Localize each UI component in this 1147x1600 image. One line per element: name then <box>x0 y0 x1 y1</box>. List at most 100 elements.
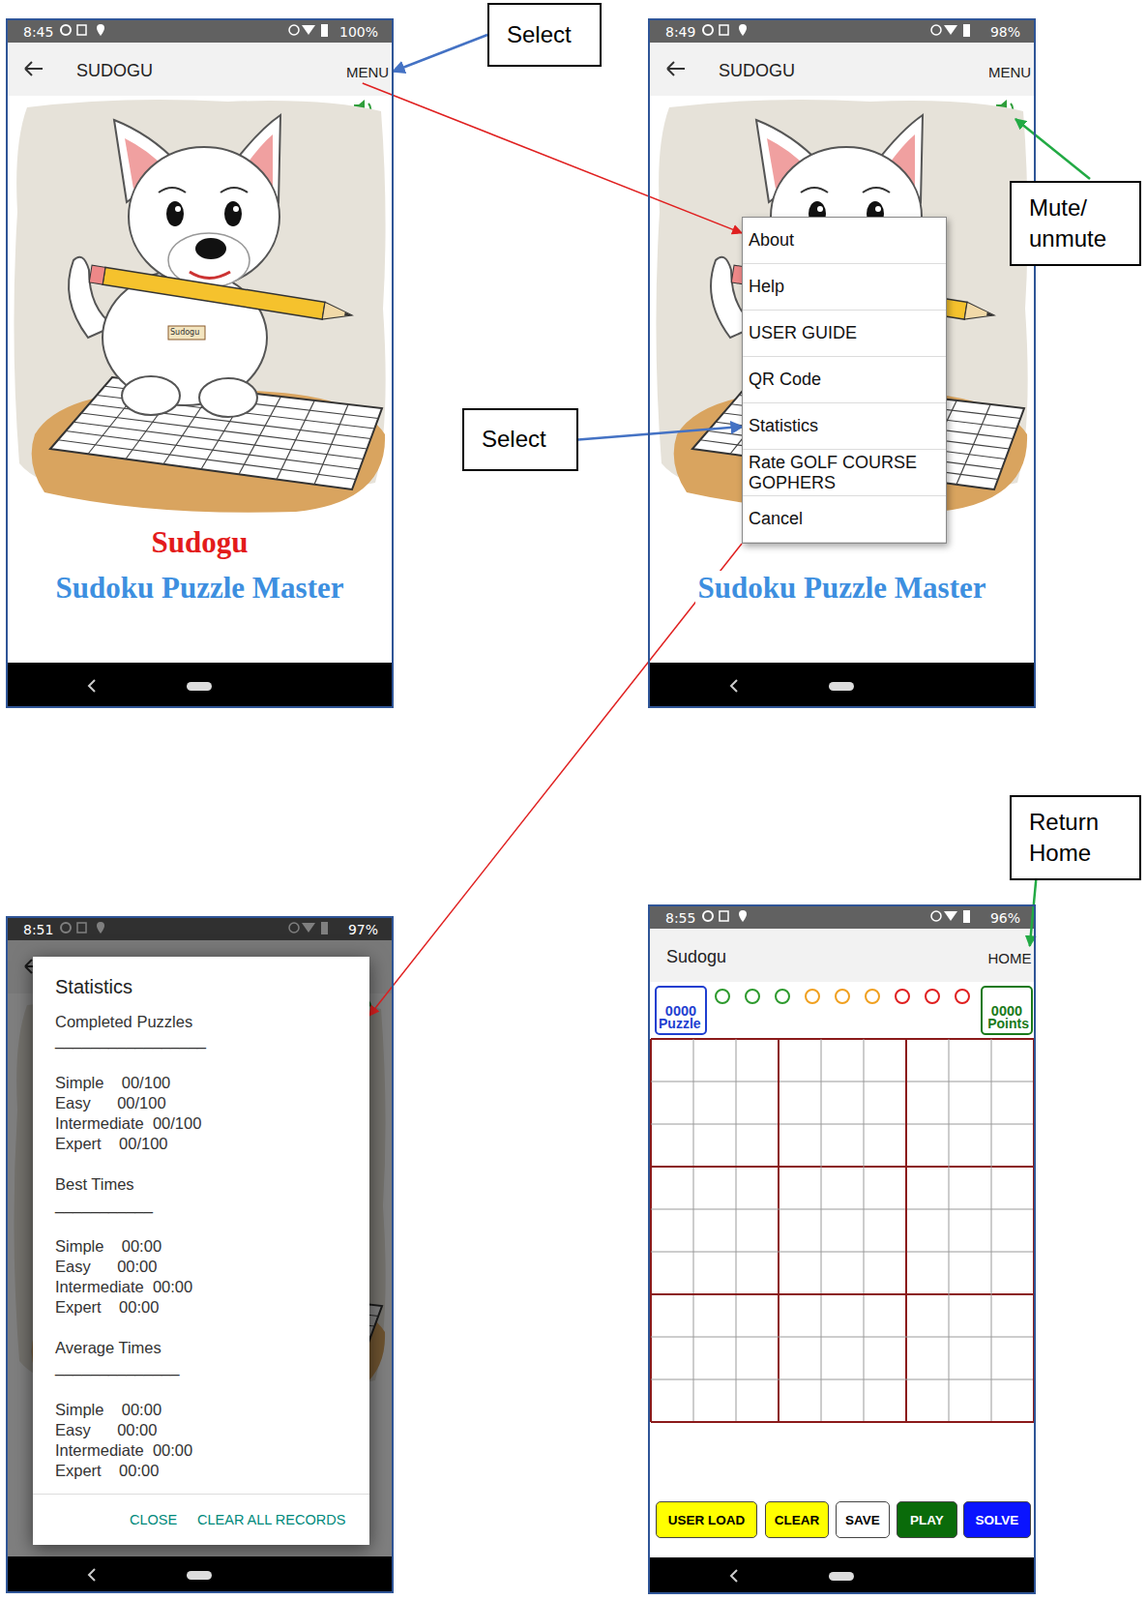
menu-item: Statistics <box>742 403 946 450</box>
action-button: PLAY <box>896 1500 958 1538</box>
dialog-text: Average Times <box>55 1338 162 1357</box>
dialog-text: Easy 00/100 <box>55 1093 167 1113</box>
phone-3-screen <box>5 915 394 1557</box>
sudoku-grid-line <box>650 1081 1034 1083</box>
menu-button: MENU <box>342 59 393 84</box>
screen-text: 8:49 <box>665 24 696 40</box>
callout-box-text: Mute/ unmute <box>1029 192 1122 256</box>
home-button-text: HOME <box>988 949 1032 967</box>
tag-text: Sudogu <box>170 327 200 337</box>
menu-item-text: Statistics <box>748 415 819 437</box>
menu-item-text: Cancel <box>748 508 803 530</box>
dialog-text: Intermediate 00:00 <box>55 1441 193 1460</box>
screen-text: Sudoku Puzzle Master <box>695 570 990 606</box>
phone-4-screen <box>731 1569 737 1582</box>
phone-1-screen <box>5 18 394 663</box>
dialog-text: Statistics <box>55 975 133 999</box>
sudoku-grid-line <box>650 1251 1034 1253</box>
action-button: USER LOAD <box>655 1500 758 1538</box>
action-button: SOLVE <box>963 1500 1031 1538</box>
screen-text: MENU <box>988 63 1031 81</box>
phone-1-screen <box>5 18 394 708</box>
action-button-text: CLEAR <box>774 1512 821 1528</box>
sudoku-grid-line <box>777 1038 780 1422</box>
sudoku-grid <box>650 1038 1034 1422</box>
phone-2-screen <box>996 99 1013 119</box>
callout-box-text: Select <box>506 19 572 51</box>
menu-item-text: USER GUIDE <box>748 323 857 344</box>
phone-4-screen <box>647 904 1036 1594</box>
dialog-text: _________________ <box>55 1030 206 1050</box>
menu-item: Cancel <box>742 496 946 543</box>
phone-screen: 8:4998%SUDOGUMENUSudoku Puzzle MasterAbo… <box>647 18 1036 708</box>
progress-circle <box>715 989 730 1003</box>
screen-text: 8:45 <box>23 24 54 40</box>
flow-arrow <box>362 83 742 234</box>
action-button: CLEAR <box>764 1500 829 1538</box>
phone-4-screen <box>715 989 970 1003</box>
screen-text: 98% <box>990 24 1021 40</box>
sudoku-grid-line <box>863 1038 865 1422</box>
progress-circle <box>955 989 970 1003</box>
callout-arrow <box>392 34 488 72</box>
dialog-text: Expert 00/100 <box>55 1134 169 1153</box>
menu-item-text: Rate GOLF COURSE GOPHERS <box>748 452 941 493</box>
menu-item: USER GUIDE <box>742 310 946 357</box>
callout-box: Mute/ unmute <box>1009 180 1142 266</box>
flow-arrow <box>369 543 742 1016</box>
callout-box: Return Home <box>1009 794 1142 881</box>
phone-4-screen <box>828 1571 854 1581</box>
action-button-text: USER LOAD <box>668 1512 746 1528</box>
dialog-text: Intermediate 00/100 <box>55 1114 202 1133</box>
phone-screen: 8:45100%SUDOGUSudoguSudoku Puzzle Master… <box>5 18 394 708</box>
menu-item: About <box>742 217 946 265</box>
progress-circle <box>865 989 880 1003</box>
phone-3-screen <box>5 915 394 1593</box>
sudoku-grid-line <box>650 1037 1034 1040</box>
phone-2-screen <box>647 662 1036 708</box>
phone-2-screen <box>828 681 854 691</box>
menu-item-text: About <box>748 230 795 251</box>
phone-screen: 8:5596%SudoguHOME0000Puzzle0000PointsUSE… <box>647 904 1036 1594</box>
dialog-text: Easy 00:00 <box>55 1257 157 1276</box>
dialog-text: CLOSE <box>129 1511 177 1528</box>
callout-arrow <box>578 426 743 441</box>
phone-1-screen <box>25 61 43 76</box>
phone-1-screen <box>353 99 371 119</box>
menu-button-text: MENU <box>346 63 389 81</box>
screen-text: Sudogu <box>666 946 727 968</box>
screen-text: SUDOGU <box>76 60 153 82</box>
phone-3-screen <box>88 1568 95 1581</box>
dialog-text: Simple 00/100 <box>55 1073 171 1092</box>
screen-text: 8:55 <box>665 910 696 926</box>
sudoku-grid-line <box>650 1123 1034 1125</box>
action-button: SAVE <box>835 1500 890 1538</box>
phone-screen: 8:5197%StatisticsCompleted Puzzles______… <box>5 915 394 1593</box>
progress-circle <box>745 989 760 1003</box>
sudoku-grid-line <box>650 1208 1034 1210</box>
dialog-text: ___________ <box>55 1195 153 1214</box>
sudoku-grid-line <box>650 1165 1034 1168</box>
sudoku-grid-line <box>650 1379 1034 1381</box>
dialog-text: CLEAR ALL RECORDS <box>197 1511 346 1528</box>
phone-1-screen <box>186 681 212 691</box>
callout-box: Select <box>462 408 579 471</box>
sudoku-grid-line <box>693 1038 695 1422</box>
sudoku-grid-line <box>650 1293 1034 1295</box>
phone-1-screen <box>88 679 95 692</box>
dialog-divider <box>32 1493 370 1495</box>
score-box-text: Points <box>987 1015 1030 1031</box>
phone-4-screen <box>647 1557 1036 1594</box>
leader-line <box>1015 118 1090 179</box>
dialog-text: Intermediate 00:00 <box>55 1277 193 1296</box>
screen-text: Sudoku Puzzle Master <box>53 570 348 606</box>
dialog-text: Simple 00:00 <box>55 1400 162 1419</box>
screen-text: 8:51 <box>23 921 54 938</box>
menu-item-text: QR Code <box>748 369 822 390</box>
progress-circle <box>775 989 790 1003</box>
score-box: 0000Puzzle <box>654 985 707 1035</box>
progress-circle <box>895 989 910 1003</box>
sudoku-grid-line <box>905 1038 908 1422</box>
menu-item: QR Code <box>742 356 946 404</box>
